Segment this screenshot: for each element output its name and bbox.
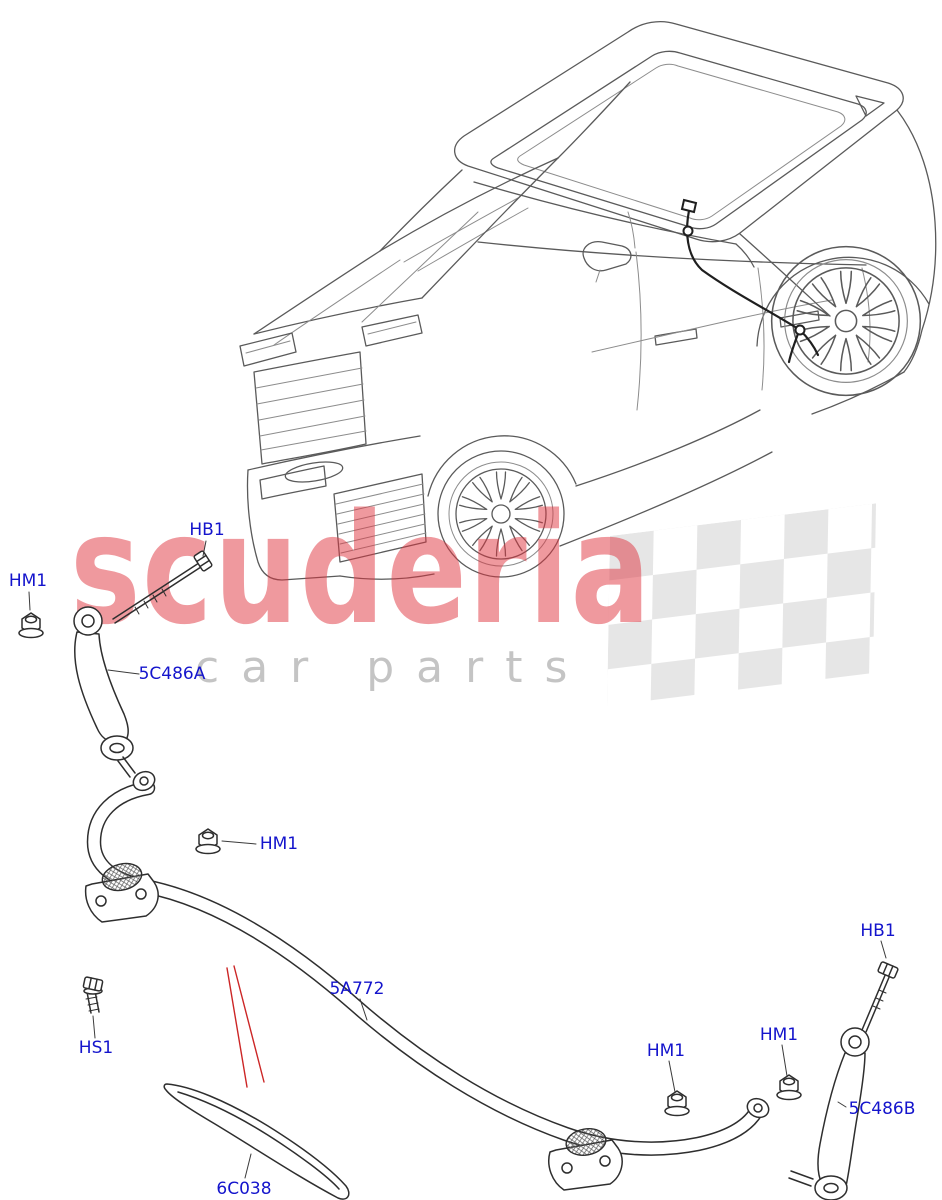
callout-hb1-rear[interactable]: HB1 [860,921,896,941]
callout-hm1-bar-front[interactable]: HM1 [259,834,299,854]
bar-clamp-rear [548,1128,623,1191]
callout-hb1-front[interactable]: HB1 [189,520,225,540]
checkered-flag-icon [607,503,877,706]
hb1-front-bolt [112,549,214,624]
hm1-bar-rear-nut [664,1090,690,1117]
hs1-screw [82,975,104,1014]
hb1-rear-bolt [861,960,900,1033]
part-5a772-stabilizer-bar [86,770,770,1156]
leader-lines [28,540,887,1179]
callout-hm1-bar-rear[interactable]: HM1 [646,1041,686,1061]
part-5c486b-stabilizer-link-rear [788,1027,870,1200]
callout-6c038[interactable]: 6C038 [216,1179,272,1199]
callout-hm1-rear[interactable]: HM1 [759,1025,799,1045]
callout-hs1[interactable]: HS1 [78,1038,114,1058]
part-5c486a-stabilizer-link-front [73,606,136,778]
callout-5a772[interactable]: 5A772 [329,979,385,999]
red-callout-lines [226,965,265,1088]
hm1-bar-front-nut [195,828,221,855]
callout-hm1-front[interactable]: HM1 [8,571,48,591]
highlighted-line-on-vehicle [680,198,820,364]
hm1-front-nut [18,612,44,639]
callout-5c486b[interactable]: 5C486B [848,1099,916,1119]
bar-clamp-front [84,862,159,923]
part-6c038-shield [163,1083,350,1200]
front-wheel [437,450,565,578]
callout-5c486a[interactable]: 5C486A [138,664,206,684]
vehicle-illustration [239,21,937,581]
hm1-rear-nut [776,1074,802,1101]
